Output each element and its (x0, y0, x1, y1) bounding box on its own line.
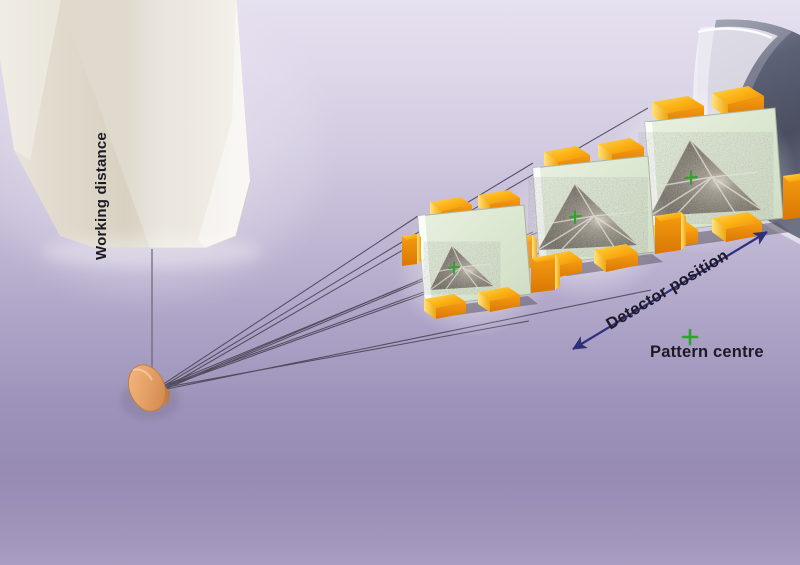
detector-middle-screen (532, 155, 656, 266)
detector-far-clamp-right (783, 173, 800, 220)
detector-near-clamp-right (531, 255, 560, 293)
detector-near-screen (417, 204, 532, 307)
sample-disc (120, 364, 180, 420)
detector-near-clamp-bottom-left (424, 294, 466, 319)
pattern-centre-label: Pattern centre (650, 343, 764, 361)
sem-pole-piece (0, 0, 325, 300)
detector-middle-clamp-right (655, 212, 686, 254)
detector-far-screen (644, 107, 784, 234)
detector-position-arrow (572, 231, 768, 350)
detector-far-pattern-centre-cross (683, 169, 699, 186)
detector-near (394, 190, 560, 338)
detector-near-kikuchi-pattern (429, 245, 495, 291)
detector-near-clamp-bottom-right (478, 287, 520, 312)
detector-near-pattern-centre-cross (448, 261, 460, 274)
detector-far (604, 19, 800, 254)
pattern-centre-legend-cross (681, 328, 699, 346)
detector-middle-pattern-centre-cross (569, 210, 582, 224)
detector-near-clamp-left (402, 234, 421, 266)
working-distance-label: Working distance (93, 132, 110, 260)
detector-far-kikuchi-pattern (649, 139, 763, 217)
